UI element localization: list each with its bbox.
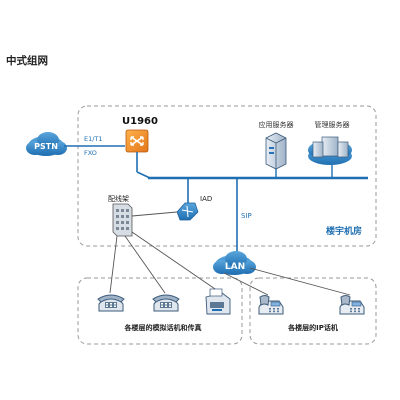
- mgmt-server-label: 管理服务器: [315, 120, 350, 129]
- router-to-bus-2: [136, 171, 151, 179]
- frame-to-fax: [131, 231, 219, 292]
- e1t1-label: E1/T1: [84, 135, 103, 143]
- app-server-label: 应用服务器: [259, 120, 294, 129]
- iad-label: IAD: [200, 195, 212, 203]
- machine-room-label: 楼宇机房: [326, 225, 362, 237]
- lan-to-ip-phone-2: [249, 267, 351, 296]
- server-icon: [265, 132, 287, 170]
- lan-to-ip-phone-1: [223, 272, 269, 296]
- iad-icon: [176, 202, 199, 221]
- page-title: 中式组网: [6, 54, 48, 67]
- router-icon: [125, 129, 149, 153]
- sip-label: SIP: [241, 212, 252, 220]
- analog-floor-box: [77, 277, 243, 345]
- fxo-label: FXO: [84, 149, 97, 157]
- frame-to-iad: [131, 211, 178, 217]
- machine-room-box: [77, 105, 377, 247]
- ip-floor-label: 各楼层的IP话机: [287, 323, 338, 332]
- server-cluster-icon: [308, 136, 352, 165]
- analog-floor-label: 各楼层的模拟话机和传真: [124, 323, 202, 332]
- pstn-label: PSTN: [34, 142, 58, 151]
- phone-icon: [152, 294, 180, 312]
- ip-floor-box: [249, 277, 377, 345]
- lan-label: LAN: [225, 262, 245, 272]
- device-title-u1960: U1960: [122, 116, 158, 127]
- pstn-cloud-icon: [26, 132, 67, 156]
- ip-phone-icon: [258, 295, 284, 315]
- phone-icon: [97, 294, 125, 312]
- distribution-frame-icon: [112, 203, 133, 237]
- fax-icon: [205, 288, 231, 315]
- distribution-frame-label: 配线架: [108, 194, 129, 203]
- ip-phone-icon: [339, 295, 365, 315]
- frame-to-phone-2: [124, 235, 166, 294]
- lan-cloud-icon: [213, 251, 256, 275]
- frame-to-phone-1: [109, 235, 118, 294]
